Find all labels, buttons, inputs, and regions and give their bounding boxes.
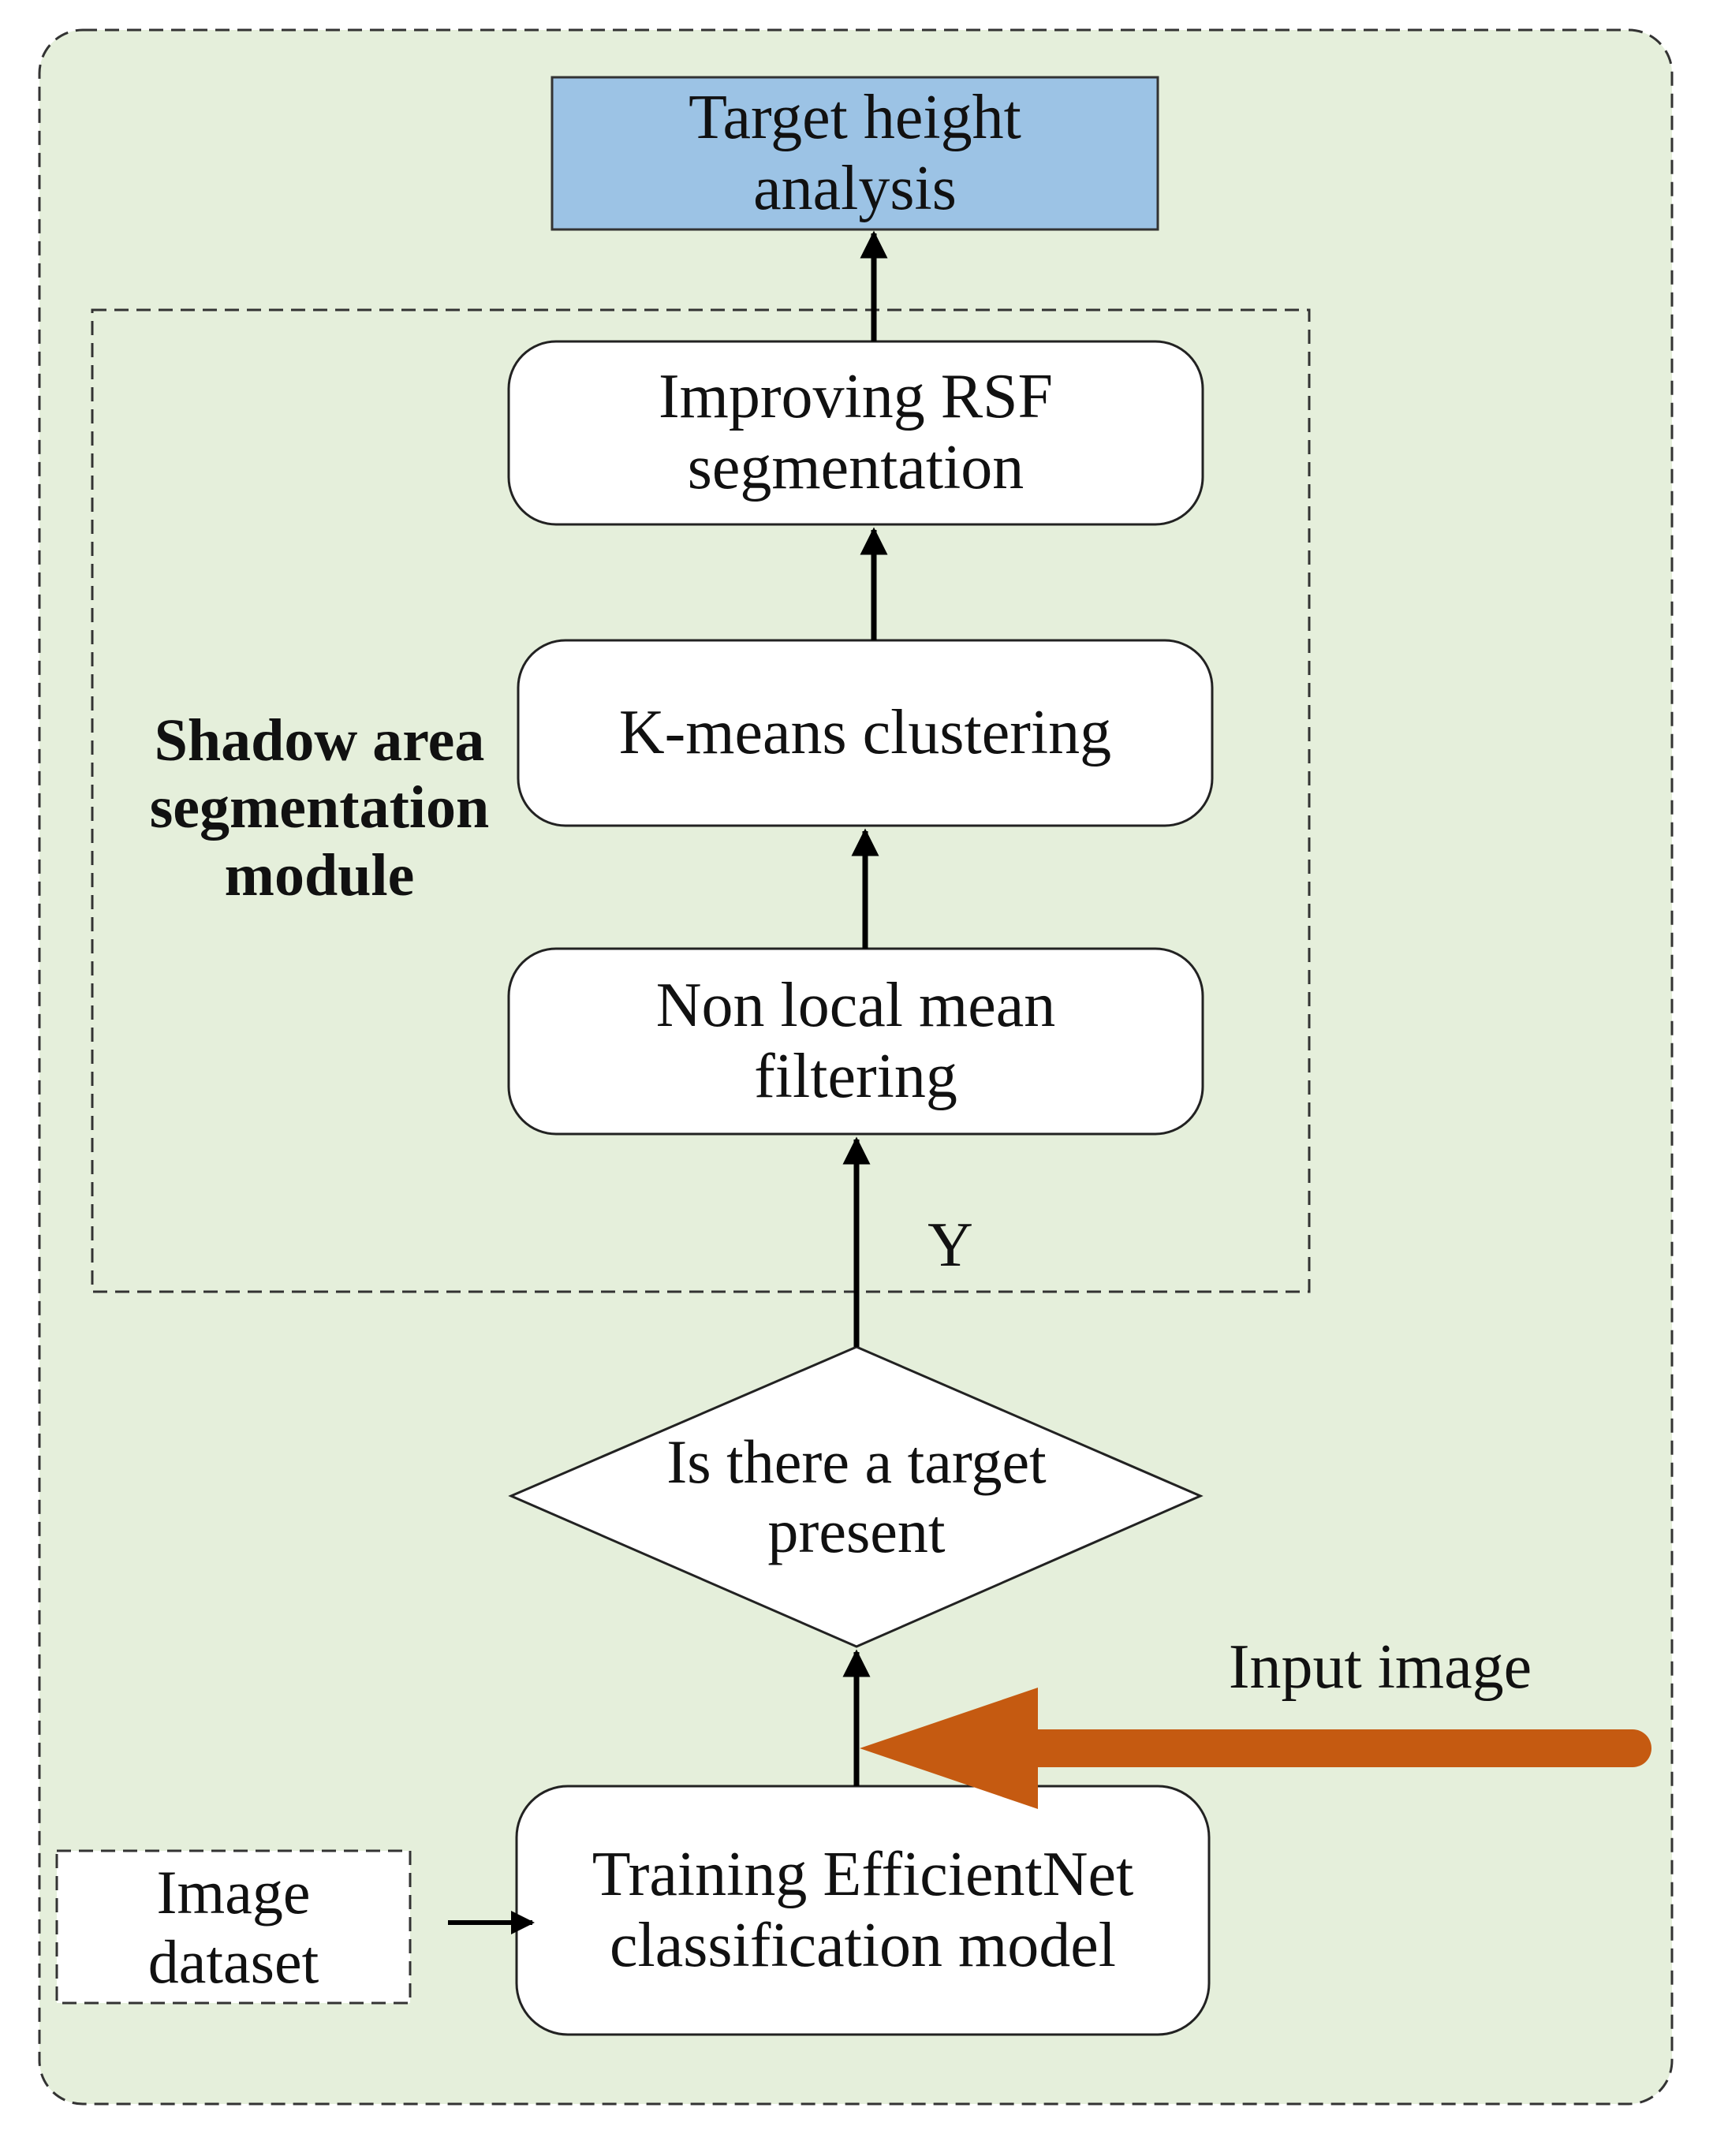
nonlocal-label: Non local mean filtering — [655, 970, 1056, 1111]
nonlocal-box — [507, 947, 1204, 1136]
kmeans-box — [517, 639, 1214, 827]
input-image-label: Input image — [1228, 1632, 1532, 1703]
kmeans-label: K-means clustering — [618, 697, 1112, 767]
module-label: Shadow area segmentation module — [149, 707, 490, 908]
input-image-arrow-head — [860, 1688, 1038, 1809]
target-height-label: Target height analysis — [689, 82, 1021, 223]
improving-rsf-label: Improving RSF segmentation — [658, 362, 1054, 502]
shadow-module-container — [91, 308, 1311, 1293]
yes-branch-label: Y — [927, 1210, 973, 1281]
decision-diamond — [508, 1345, 1204, 1648]
dataset-box — [55, 1849, 412, 2005]
decision-label: Is there a target present — [666, 1427, 1047, 1565]
improving-rsf-box — [507, 340, 1204, 526]
target-height-box — [550, 76, 1159, 231]
training-box — [515, 1785, 1211, 2036]
dataset-label: Image dataset — [147, 1858, 319, 1996]
training-label: Training EfficientNet classification mod… — [592, 1839, 1134, 1980]
